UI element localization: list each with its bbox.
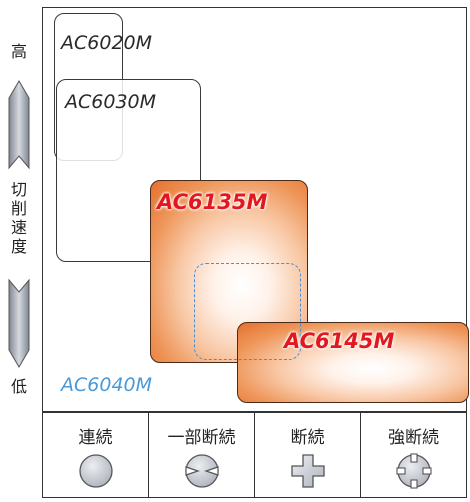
grade-label-ac6040m: AC6040M <box>61 374 153 396</box>
cutting-type-continuous: 連続 <box>43 413 148 497</box>
grade-box-ac6040m <box>194 263 301 360</box>
y-axis-title: 切 削 速 度 <box>10 180 27 256</box>
y-axis-low-label: 低 <box>10 377 27 396</box>
cutting-type-label: 強断続 <box>388 428 439 448</box>
cutting-type-label: 連続 <box>78 428 113 448</box>
circle-slotted-icon <box>184 453 220 489</box>
cutting-type-partial-interrupted: 一部断続 <box>148 413 254 497</box>
cutting-type-label: 一部断続 <box>167 428 236 448</box>
grade-label-ac6135m: AC6135M <box>157 190 268 214</box>
grade-box-ac6145m <box>237 322 469 403</box>
y-axis-high-label: 高 <box>10 42 27 61</box>
cutting-type-strong-interrupted: 強断続 <box>360 413 466 497</box>
grade-label-ac6030m: AC6030M <box>65 91 157 113</box>
cross-interrupted-icon <box>290 453 326 489</box>
up-arrow-icon <box>7 80 31 170</box>
y-axis: 高 切 削 速 度 <box>0 0 40 412</box>
cutting-type-table: 連続 一部断続 <box>42 412 467 498</box>
plot-area: AC6020M AC6030M AC6135M AC6145M AC6040M <box>42 7 469 412</box>
grade-label-ac6020m: AC6020M <box>61 32 153 54</box>
circle-continuous-icon <box>78 453 114 489</box>
cutting-type-label: 断続 <box>290 428 325 448</box>
grade-label-ac6145m: AC6145M <box>284 329 395 353</box>
circle-cross-strong-interrupted-icon <box>395 453 432 489</box>
down-arrow-icon <box>7 278 31 368</box>
cutting-type-interrupted: 断続 <box>254 413 360 497</box>
